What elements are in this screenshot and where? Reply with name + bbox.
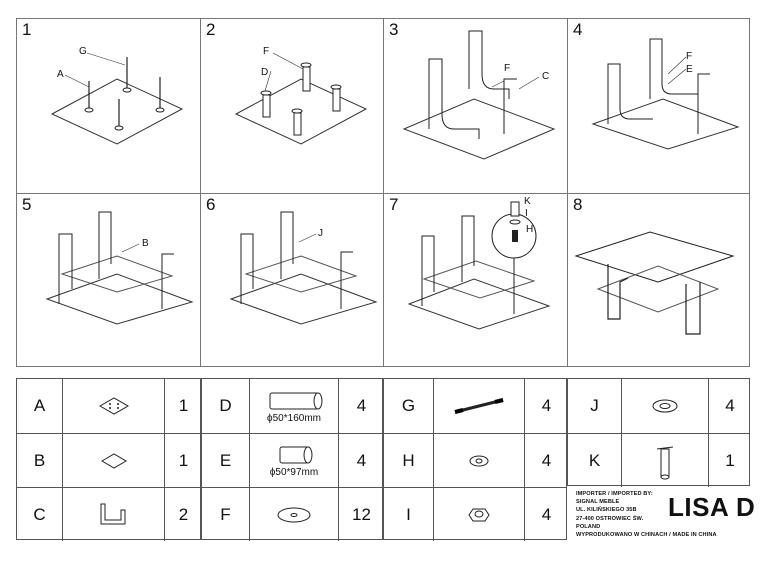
importer-line: WYPRODUKOWANO W CHINACH / MADE IN CHINA: [576, 532, 717, 539]
part-row-g: G 4: [384, 379, 566, 433]
socket-wrench-icon: [622, 434, 708, 487]
part-qty: 1: [164, 434, 202, 487]
part-row-b: B 1: [17, 433, 200, 487]
step-number: 7: [389, 195, 399, 214]
part-row-e: E ϕ50*97mm 4: [202, 433, 382, 487]
part-row-a: A 1: [17, 379, 200, 433]
part-qty: 2: [164, 488, 202, 541]
part-row-k: K 1: [568, 433, 749, 487]
part-row-d: D ϕ50*160mm 4: [202, 379, 382, 433]
step-label: I: [525, 208, 528, 219]
step-label: B: [142, 238, 149, 249]
importer-line: 27-400 OSTROWIEC ŚW.: [576, 515, 644, 522]
importer-line: UL. KILIŃSKIEGO 35B: [576, 507, 637, 514]
part-row-c: C 2: [17, 487, 200, 541]
part-qty: 1: [708, 434, 751, 487]
part-row-j: J 4: [568, 379, 749, 433]
product-name: LISA D: [668, 492, 756, 522]
step-number: 8: [573, 195, 583, 214]
washer-icon: [434, 434, 524, 487]
part-letter: A: [17, 379, 63, 433]
parts-column-2: D ϕ50*160mm 4 E ϕ50*97mm 4 F 12: [201, 378, 383, 541]
step-6-panel: 6 J: [200, 193, 384, 367]
step-1-panel: 1 G A: [16, 18, 201, 194]
part-letter: D: [202, 379, 250, 433]
step-label: F: [686, 51, 692, 62]
part-letter: B: [17, 434, 63, 487]
tube-dimension: ϕ50*160mm: [267, 412, 321, 424]
glass-top-icon: [63, 379, 164, 433]
part-row-i: I 4: [384, 487, 566, 541]
part-letter: K: [568, 434, 622, 487]
part-qty: 1: [164, 379, 202, 433]
step-number: 6: [206, 195, 216, 214]
parts-column-4: J 4 K 1: [567, 378, 750, 487]
tube-icon: ϕ50*97mm: [250, 434, 338, 487]
step-number: 3: [389, 20, 399, 39]
importer-line: POLAND: [576, 523, 601, 530]
part-letter: G: [384, 379, 434, 433]
part-qty: 4: [338, 379, 384, 433]
hex-nut-icon: [434, 488, 524, 541]
step-label: A: [57, 69, 64, 80]
step-4-panel: 4 F E: [567, 18, 750, 194]
step-label: G: [79, 46, 87, 57]
tube-dimension: ϕ50*97mm: [269, 467, 319, 478]
part-qty: 12: [338, 488, 384, 541]
step-number: 4: [573, 20, 583, 39]
part-qty: 4: [524, 379, 568, 433]
part-letter: I: [384, 488, 434, 541]
part-row-h: H 4: [384, 433, 566, 487]
step-label: E: [686, 64, 693, 75]
step-label: H: [526, 224, 533, 235]
part-letter: J: [568, 379, 622, 433]
step-label: K: [524, 196, 531, 207]
step-4-illustration: F E: [591, 38, 740, 150]
parts-column-1: A 1 B 1 C 2: [16, 378, 201, 541]
step-number: 1: [22, 20, 32, 39]
step-2-illustration: F D: [234, 46, 368, 145]
step-3-panel: 3 F C: [383, 18, 568, 194]
step-number: 2: [206, 20, 216, 39]
step-label: J: [318, 228, 323, 239]
step-7-panel: 7 K I H: [383, 193, 568, 367]
importer-info: IMPORTER / IMPORTED BY: SIGNAL MEBLE UL.…: [576, 490, 717, 539]
step-number: 5: [22, 195, 32, 214]
step-1-illustration: G A: [50, 46, 184, 145]
importer-line: IMPORTER / IMPORTED BY:: [576, 491, 653, 497]
part-letter: E: [202, 434, 250, 487]
part-qty: 4: [524, 488, 568, 541]
part-letter: F: [202, 488, 250, 541]
step-8-illustration: [574, 231, 735, 335]
part-qty: 4: [708, 379, 751, 433]
disc-icon: [250, 488, 338, 541]
rubber-ring-icon: [622, 379, 708, 433]
part-letter: H: [384, 434, 434, 487]
step-label: F: [504, 63, 510, 74]
tube-icon: ϕ50*160mm: [250, 379, 338, 433]
importer-line: SIGNAL MEBLE: [576, 499, 620, 506]
u-leg-frame-icon: [63, 488, 164, 541]
step-3-illustration: F C: [402, 30, 556, 160]
part-qty: 4: [524, 434, 568, 487]
step-6-illustration: J: [229, 211, 378, 325]
step-label: C: [542, 71, 549, 82]
part-row-f: F 12: [202, 487, 382, 541]
step-2-panel: 2 F D: [200, 18, 384, 194]
threaded-rod-icon: [434, 379, 524, 433]
step-8-panel: 8: [567, 193, 750, 367]
step-label: D: [261, 67, 268, 78]
part-letter: C: [17, 488, 63, 541]
part-qty: 4: [338, 434, 384, 487]
step-5-illustration: B: [45, 211, 194, 325]
step-label: F: [263, 46, 269, 57]
parts-column-3: G 4 H 4 I 4: [383, 378, 567, 541]
glass-shelf-icon: [63, 434, 164, 487]
step-7-illustration: K I H: [407, 196, 551, 330]
step-5-panel: 5 B: [16, 193, 201, 367]
